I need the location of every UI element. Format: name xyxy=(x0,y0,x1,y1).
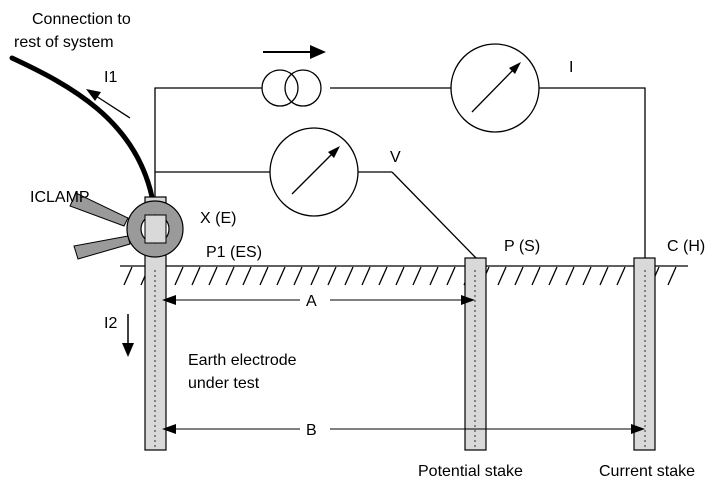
p1-es-label: P1 (ES) xyxy=(206,244,262,261)
ground-hatch-stroke xyxy=(293,266,303,286)
electrode-label-line2: under test xyxy=(188,375,260,392)
ground-hatch-stroke xyxy=(361,266,371,286)
ground-hatch-stroke xyxy=(429,266,439,286)
ground-hatch-stroke xyxy=(616,266,626,286)
ground-hatch-stroke xyxy=(514,266,524,286)
connection-label-line1: Connection to xyxy=(32,11,131,28)
b-label: B xyxy=(306,422,317,439)
current-source-icon xyxy=(261,69,322,107)
ground-hatch-stroke xyxy=(225,266,235,286)
system-connection-cable xyxy=(9,55,155,200)
i2-label: I2 xyxy=(104,315,117,332)
ground-hatch-stroke xyxy=(412,266,422,286)
voltage-probe-lead xyxy=(391,171,477,259)
v-label: V xyxy=(390,149,401,166)
ground-hatch-stroke xyxy=(378,266,388,286)
electrode-label-line1: Earth electrode xyxy=(188,352,297,369)
iclamp-label: ICLAMP xyxy=(30,189,90,206)
ground-hatch-stroke xyxy=(531,266,541,286)
ground-hatch-stroke xyxy=(123,266,133,286)
i-label: I xyxy=(569,59,573,76)
ground-hatch-stroke xyxy=(395,266,405,286)
current-direction-arrow-icon xyxy=(263,45,326,59)
ground-hatch-stroke xyxy=(446,266,456,286)
current-stake xyxy=(633,257,656,451)
p-s-label: P (S) xyxy=(504,238,540,255)
current-clamp-icon xyxy=(69,192,184,260)
ground-hatch-stroke xyxy=(667,266,677,286)
ground-hatch-stroke xyxy=(599,266,609,286)
ground-hatch-stroke xyxy=(259,266,269,286)
ground-hatch-stroke xyxy=(582,266,592,286)
ground-hatch-stroke xyxy=(565,266,575,286)
i1-label: I1 xyxy=(104,69,117,86)
potential-stake xyxy=(464,257,487,451)
a-label: A xyxy=(306,293,317,310)
ground-hatch-stroke xyxy=(276,266,286,286)
ground-hatch-stroke xyxy=(208,266,218,286)
ground-hatch-stroke xyxy=(548,266,558,286)
current-circuit-wire xyxy=(154,87,262,197)
x-e-label: X (E) xyxy=(200,210,236,227)
dimension-b xyxy=(162,424,645,434)
ammeter-icon xyxy=(450,43,540,133)
ground-hatch-stroke xyxy=(327,266,337,286)
voltmeter-icon xyxy=(269,127,359,217)
ground-hatch-stroke xyxy=(174,266,184,286)
ground-hatch-stroke xyxy=(497,266,507,286)
current-circuit-wire-right xyxy=(539,87,646,258)
ground-hatch-stroke xyxy=(242,266,252,286)
earth-electrode xyxy=(144,196,167,451)
potential-stake-label: Potential stake xyxy=(418,463,523,480)
i2-arrow-icon xyxy=(122,314,134,357)
ground-hatch-stroke xyxy=(344,266,354,286)
current-stake-label: Current stake xyxy=(599,463,695,480)
connection-label-line2: rest of system xyxy=(14,34,114,51)
ground-hatch-stroke xyxy=(191,266,201,286)
c-h-label: C (H) xyxy=(667,238,705,255)
i1-arrow-icon xyxy=(86,89,131,119)
ground-hatch-stroke xyxy=(310,266,320,286)
ground-hatching xyxy=(123,266,677,286)
dimension-a xyxy=(162,295,475,305)
